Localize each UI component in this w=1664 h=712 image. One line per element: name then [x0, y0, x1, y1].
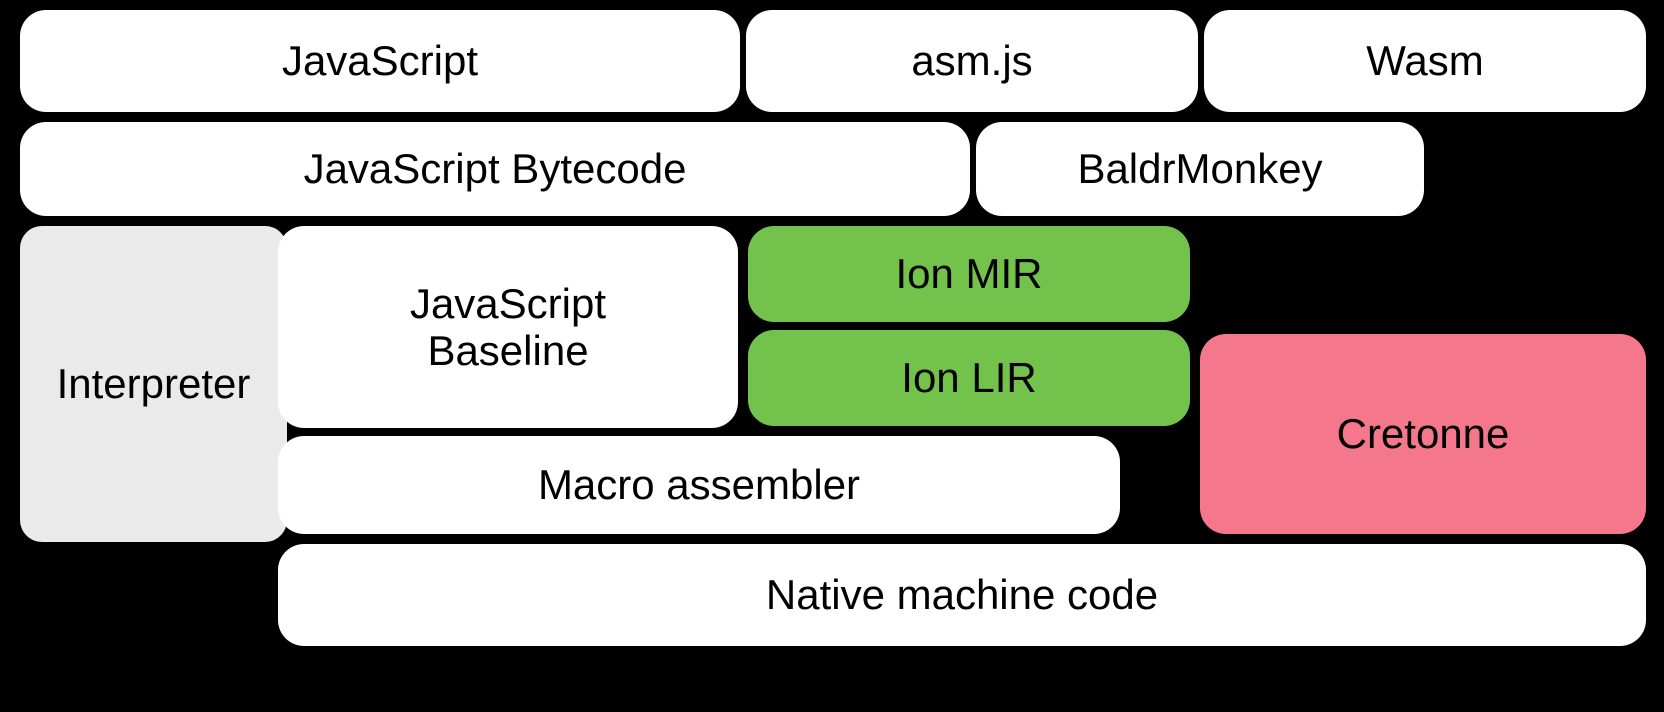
node-ion-lir: Ion LIR — [748, 330, 1190, 426]
node-ion-mir: Ion MIR — [748, 226, 1190, 322]
node-macro-assembler: Macro assembler — [278, 436, 1120, 534]
node-native-machine-code: Native machine code — [278, 544, 1646, 646]
node-javascript-baseline: JavaScript Baseline — [278, 226, 738, 428]
node-javascript-bytecode: JavaScript Bytecode — [20, 122, 970, 216]
node-wasm: Wasm — [1204, 10, 1646, 112]
node-asm-js: asm.js — [746, 10, 1198, 112]
node-javascript: JavaScript — [20, 10, 740, 112]
node-cretonne: Cretonne — [1200, 334, 1646, 534]
node-interpreter: Interpreter — [20, 226, 287, 542]
node-baldrmonkey: BaldrMonkey — [976, 122, 1424, 216]
